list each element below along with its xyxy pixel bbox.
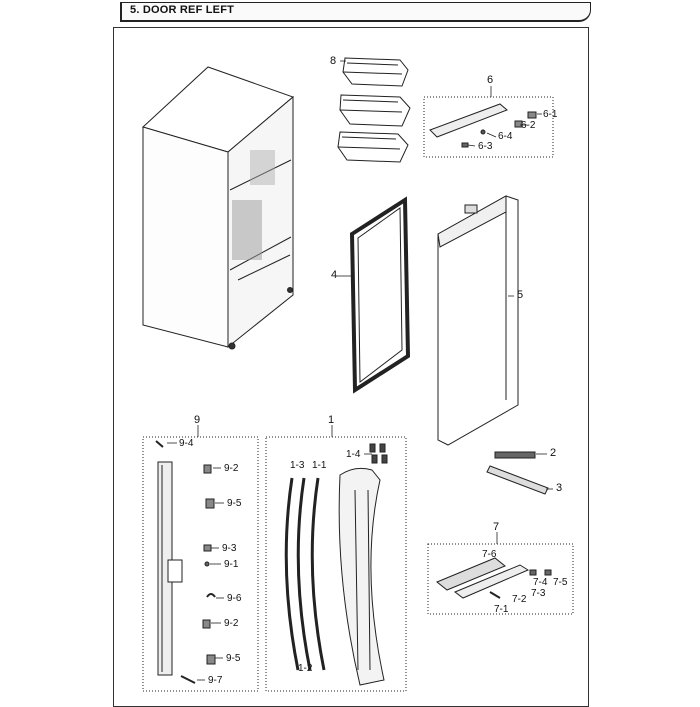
gasket-assembly-box <box>265 436 407 692</box>
leader-lines <box>167 60 553 681</box>
label-part-4: 4 <box>331 269 338 281</box>
label-part-9: 9 <box>194 414 201 426</box>
label-part-9-6: 9-6 <box>227 593 242 604</box>
door-panel <box>437 195 519 446</box>
label-part-5: 5 <box>517 289 524 301</box>
label-part-9-5-top: 9-5 <box>227 498 242 509</box>
door-cap-parts <box>486 451 549 495</box>
handle-assembly-box <box>142 436 259 692</box>
section-header: 5. DOOR REF LEFT <box>120 2 591 22</box>
label-part-9-4: 9-4 <box>179 438 194 449</box>
label-part-7-5: 7-5 <box>553 577 568 588</box>
label-part-7: 7 <box>493 521 500 533</box>
door-bins <box>337 57 411 163</box>
label-part-7-4: 7-4 <box>533 577 548 588</box>
label-part-9-1: 9-1 <box>224 559 239 570</box>
label-part-7-1: 7-1 <box>494 604 509 615</box>
label-part-6-3: 6-3 <box>478 141 493 152</box>
label-part-9-3: 9-3 <box>222 543 237 554</box>
label-part-9-2-top: 9-2 <box>224 463 239 474</box>
label-part-1-1: 1-1 <box>312 460 327 471</box>
label-part-7-2: 7-2 <box>512 594 527 605</box>
label-part-8: 8 <box>330 55 337 67</box>
label-part-1-2: 1-2 <box>298 663 313 674</box>
label-part-6-1: 6-1 <box>543 109 558 120</box>
lower-hinge-box <box>427 543 574 615</box>
door-gasket <box>349 196 411 394</box>
label-part-6-4: 6-4 <box>498 131 513 142</box>
label-part-1-4: 1-4 <box>346 449 361 460</box>
refrigerator-cabinet <box>142 66 294 350</box>
label-part-1: 1 <box>328 414 335 426</box>
label-part-9-5-bottom: 9-5 <box>226 653 241 664</box>
label-part-1-3: 1-3 <box>290 460 305 471</box>
section-title: 5. DOOR REF LEFT <box>130 4 235 16</box>
label-part-9-7: 9-7 <box>208 675 223 686</box>
label-part-7-6: 7-6 <box>482 549 497 560</box>
label-part-3: 3 <box>556 482 563 494</box>
label-part-2: 2 <box>550 447 557 459</box>
label-part-9-2-bottom: 9-2 <box>224 618 239 629</box>
label-part-6-2: 6-2 <box>521 120 536 131</box>
label-part-6: 6 <box>487 74 494 86</box>
label-part-7-3: 7-3 <box>531 588 546 599</box>
